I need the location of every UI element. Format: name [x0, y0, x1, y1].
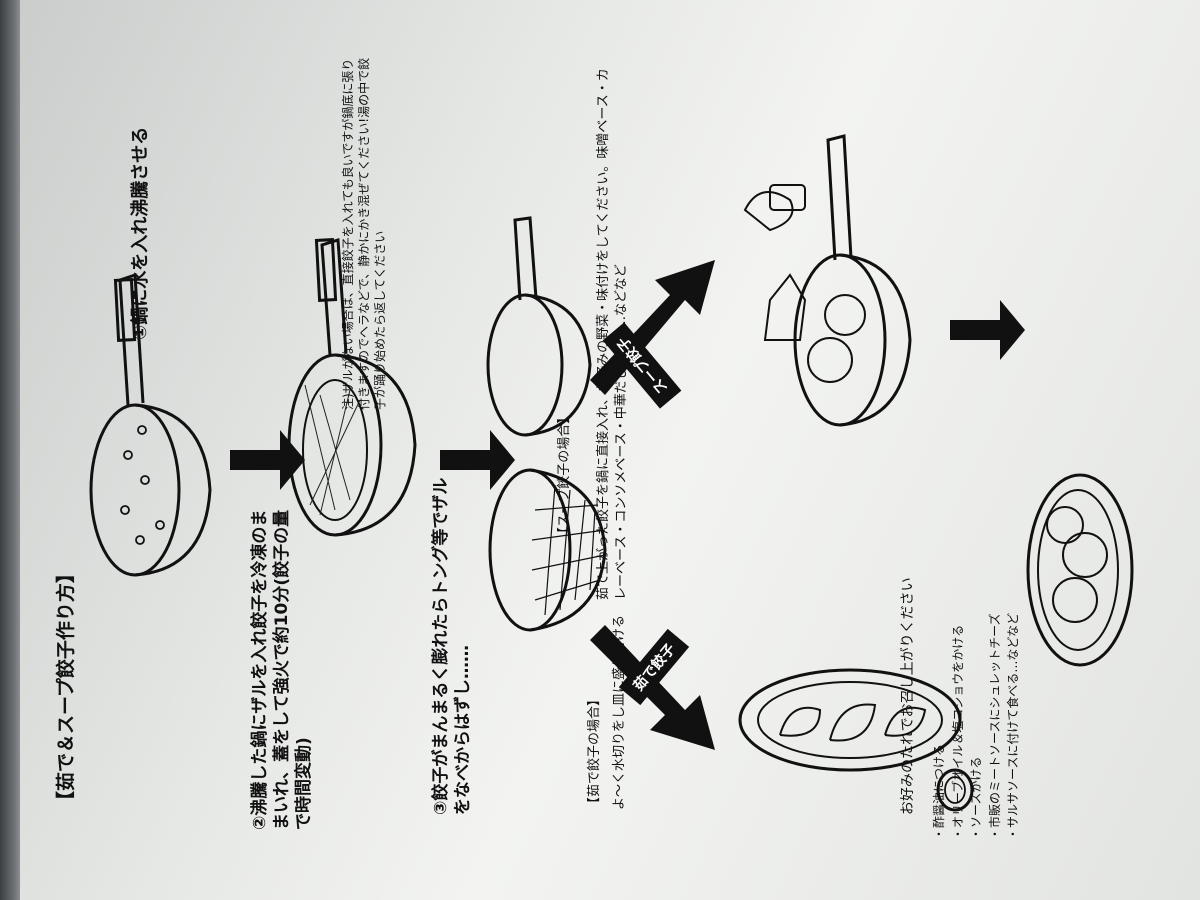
step1-text: ①鍋に水を入れ沸騰させる [130, 127, 153, 340]
serve-example-item: ・オリーブオイル＆塩コショウをかける [949, 613, 968, 840]
soup-pot-final-illustration [795, 136, 910, 425]
serve-example-item: ・サルサソースに付けて食べる…などなど [1004, 613, 1023, 840]
boil-case-body: よ～く水切りをし皿に盛り付ける [612, 615, 628, 810]
step3-text: ③餃子がまんまるく膨れたらトング等でザルをなべからはずし…… [430, 475, 474, 815]
plate-dumplings-illustration [740, 670, 960, 770]
step2-text: ②沸騰した鍋にザルを入れ餃子を冷凍のままいれ、蓋をして強火で約10分(餃子の量で… [250, 500, 315, 830]
serve-example-item: ・酢醤油につける [930, 613, 949, 840]
soup-pot-illustration [488, 218, 590, 435]
serve-text: お好みのたれでお召し上がりください [900, 577, 918, 815]
recipe-title: 【茹で＆スープ餃子作り方】 [55, 564, 79, 810]
soup-case-heading: 【スープ餃子の場合】 [557, 411, 573, 540]
boil-case-heading: 【茹で餃子の場合】 [587, 693, 603, 810]
served-bowl-illustration [1028, 475, 1132, 665]
serve-example-item: ・ソースかける [967, 613, 986, 840]
strainer-dumplings-illustration [490, 470, 605, 630]
strainer-note: 注)ザルがない場合は、直接餃子を入れても良いですが鍋底に張り付きますのでヘラなど… [340, 50, 389, 410]
arrow-soup-to-final [950, 300, 1025, 360]
serve-example-item: ・市販のミートソースにシュレットチーズ [986, 613, 1005, 840]
serve-examples: ・酢醤油につける ・オリーブオイル＆塩コショウをかける ・ソースかける ・市販の… [930, 613, 1023, 840]
